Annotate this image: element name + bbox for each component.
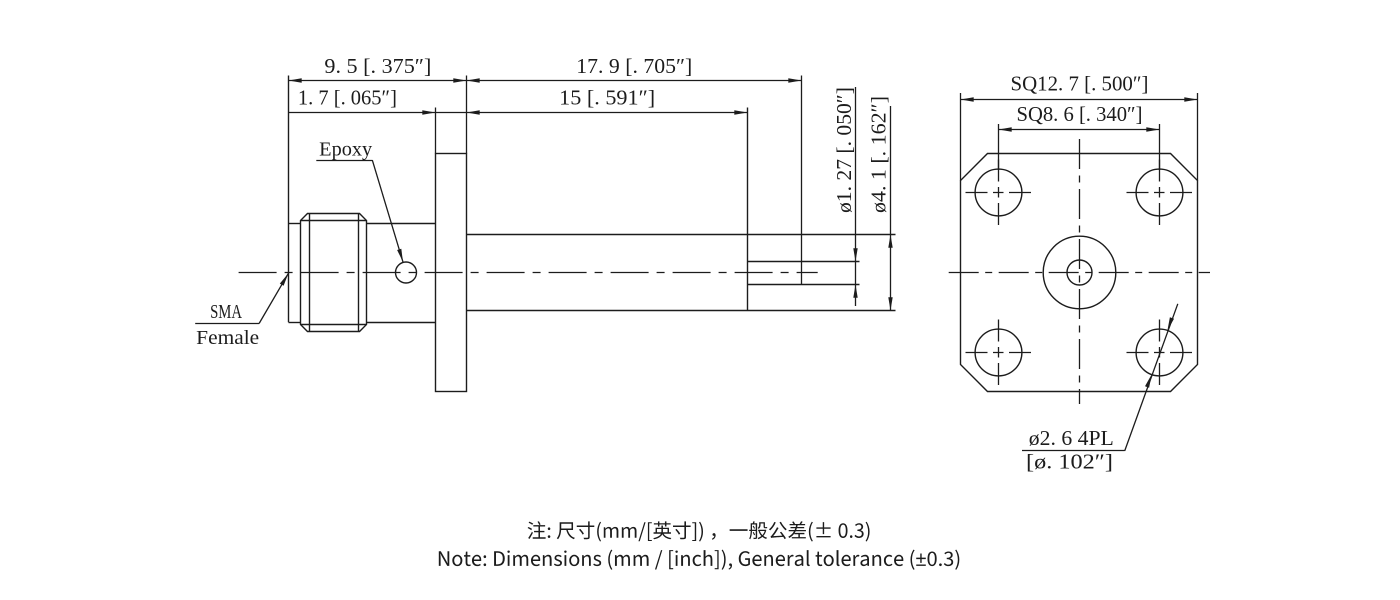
svg-text:15 [. 591″]: 15 [. 591″]	[559, 86, 655, 110]
svg-text:Epoxy: Epoxy	[319, 138, 372, 160]
svg-text:SQ8. 6 [. 340″]: SQ8. 6 [. 340″]	[1017, 102, 1143, 126]
svg-text:ø4. 1 [. 162″]: ø4. 1 [. 162″]	[867, 96, 891, 213]
svg-text:1. 7 [. 065″]: 1. 7 [. 065″]	[298, 86, 397, 110]
svg-text:ø2. 6 4PL: ø2. 6 4PL	[1029, 426, 1114, 450]
svg-text:SMA: SMA	[210, 301, 242, 323]
svg-text:ø1. 27 [. 050″]: ø1. 27 [. 050″]	[832, 87, 856, 213]
svg-text:SQ12. 7 [. 500″]: SQ12. 7 [. 500″]	[1011, 72, 1149, 96]
svg-text:9. 5 [. 375″]: 9. 5 [. 375″]	[324, 54, 431, 78]
svg-text:17. 9 [. 705″]: 17. 9 [. 705″]	[576, 54, 692, 78]
svg-text:[ø. 102″]: [ø. 102″]	[1026, 450, 1113, 474]
svg-text:Female: Female	[196, 327, 259, 349]
